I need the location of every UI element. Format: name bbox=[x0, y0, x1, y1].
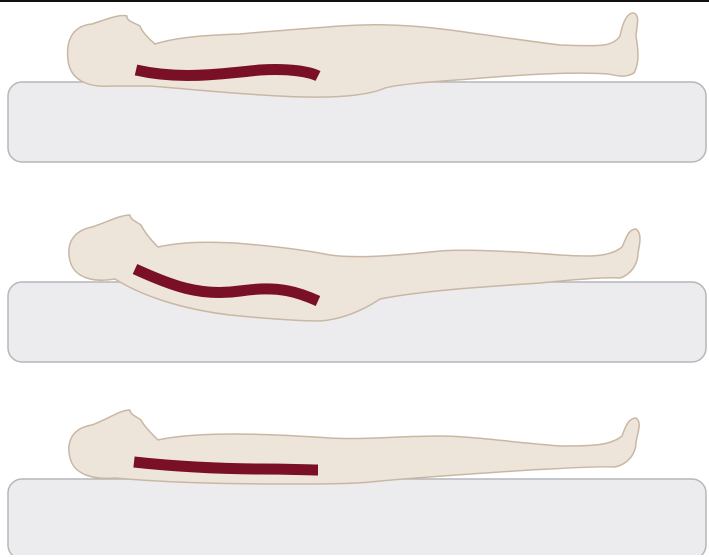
panel-soft-mattress bbox=[0, 185, 709, 370]
spine-1 bbox=[136, 69, 318, 76]
panel-medium-mattress bbox=[0, 370, 709, 555]
mattress-3 bbox=[8, 479, 706, 555]
panel-firm-mattress bbox=[0, 0, 709, 185]
body-silhouette-3 bbox=[69, 410, 639, 484]
